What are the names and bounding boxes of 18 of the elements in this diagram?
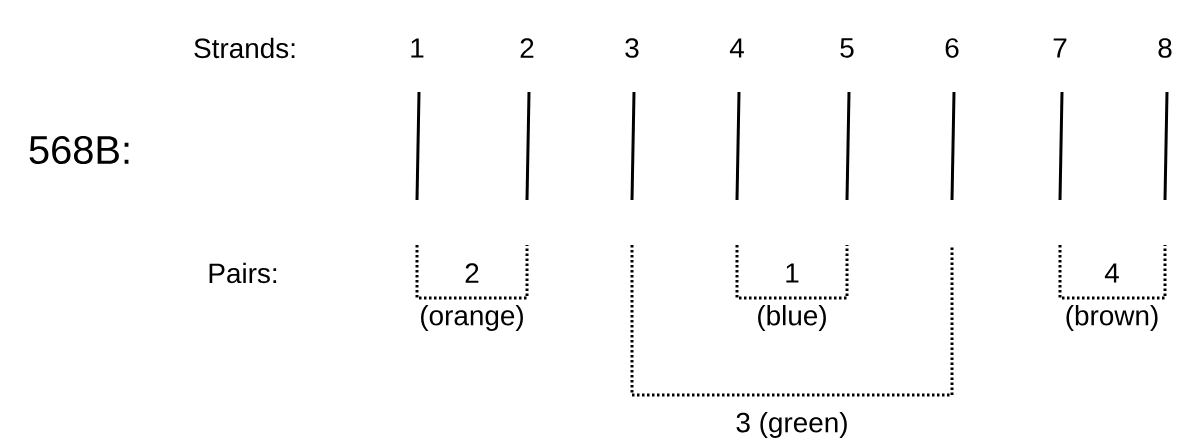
strand-number: 1 — [411, 38, 424, 58]
pair-number: 2 — [465, 263, 479, 283]
pair-color-label: (brown) — [1066, 305, 1158, 331]
strand-number: 4 — [729, 38, 744, 58]
strand-number: 8 — [1158, 38, 1172, 58]
strand-number: 3 — [625, 38, 639, 58]
pair-color-label: (blue) — [758, 305, 826, 331]
row-heading: Pairs: — [209, 262, 277, 284]
pair-number: 1 — [786, 263, 799, 283]
standard-label: 568B: — [29, 135, 129, 165]
pair-number: 4 — [1104, 263, 1119, 283]
strand-number: 5 — [840, 38, 854, 58]
strand-number: 7 — [1053, 38, 1067, 58]
pair-color-label: (orange) — [421, 305, 523, 331]
strand-number: 6 — [945, 38, 959, 58]
strand-number: 2 — [520, 38, 534, 58]
pair-color-label: 3 (green) — [736, 412, 847, 438]
row-heading: Strands: — [194, 37, 295, 59]
